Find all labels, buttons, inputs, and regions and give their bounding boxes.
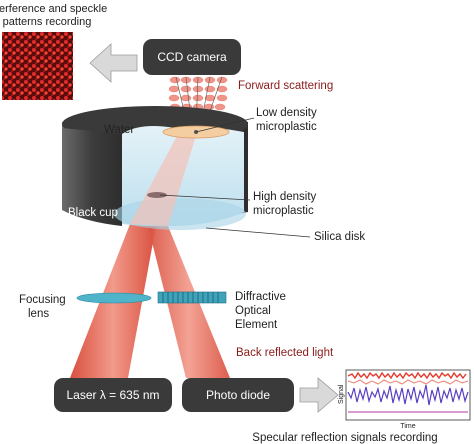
time-axis-label: Time [400,423,415,430]
ccd-camera-box [143,39,241,75]
laser-label: Laser λ = 635 nm [66,388,159,402]
diffractive-optical-element [157,291,227,304]
light-cone-inside [130,134,196,226]
doe-label-line1: Diffractive [235,291,286,303]
water-label: Water [104,124,134,136]
silica-disk-label: Silica disk [314,231,365,243]
specular-caption: Specular reflection signals recording [252,432,437,444]
high-density-leader [159,194,251,201]
signal-trace-blue [347,384,469,406]
signal-axis-label: Signal [338,384,345,404]
photo-diode-box [182,378,294,412]
laser-box [54,378,172,412]
low-density-label-line1: Low density [256,107,317,119]
doe-label-line3: Element [235,319,278,331]
interference-label-line1: Interference and speckle [0,3,107,15]
high-density-microplastic [147,192,167,198]
low-density-leader [195,117,255,133]
black-cup-label: Black cup [68,207,118,219]
back-reflected-label: Back reflected light [236,347,334,359]
forward-scattering-label: Forward scattering [238,80,333,92]
arrow-right-icon [299,377,339,413]
signal-plot: Signal Time [338,369,471,430]
doe-grating-lines [162,292,219,303]
focusing-lens [76,292,152,304]
high-density-label-line2: microplastic [253,205,314,217]
high-density-label-line1: High density [253,191,317,203]
interference-label-line2: patterns recording [3,16,92,28]
black-cup-front [62,128,122,226]
focusing-label-line2: lens [28,308,49,320]
signal-trace-red-lower [347,379,469,385]
low-density-label-line2: microplastic [256,121,317,133]
signal-trace-red [347,371,467,380]
ccd-camera-label: CCD camera [157,50,227,64]
arrow-left-icon [89,43,138,83]
speckle-pattern-image [2,32,73,100]
focusing-label-line1: Focusing [19,294,66,306]
photo-diode-label: Photo diode [206,388,270,402]
silica-disk-leader [205,227,311,238]
cup-bottom-silica [114,198,246,230]
doe-label-line2: Optical [235,305,271,317]
